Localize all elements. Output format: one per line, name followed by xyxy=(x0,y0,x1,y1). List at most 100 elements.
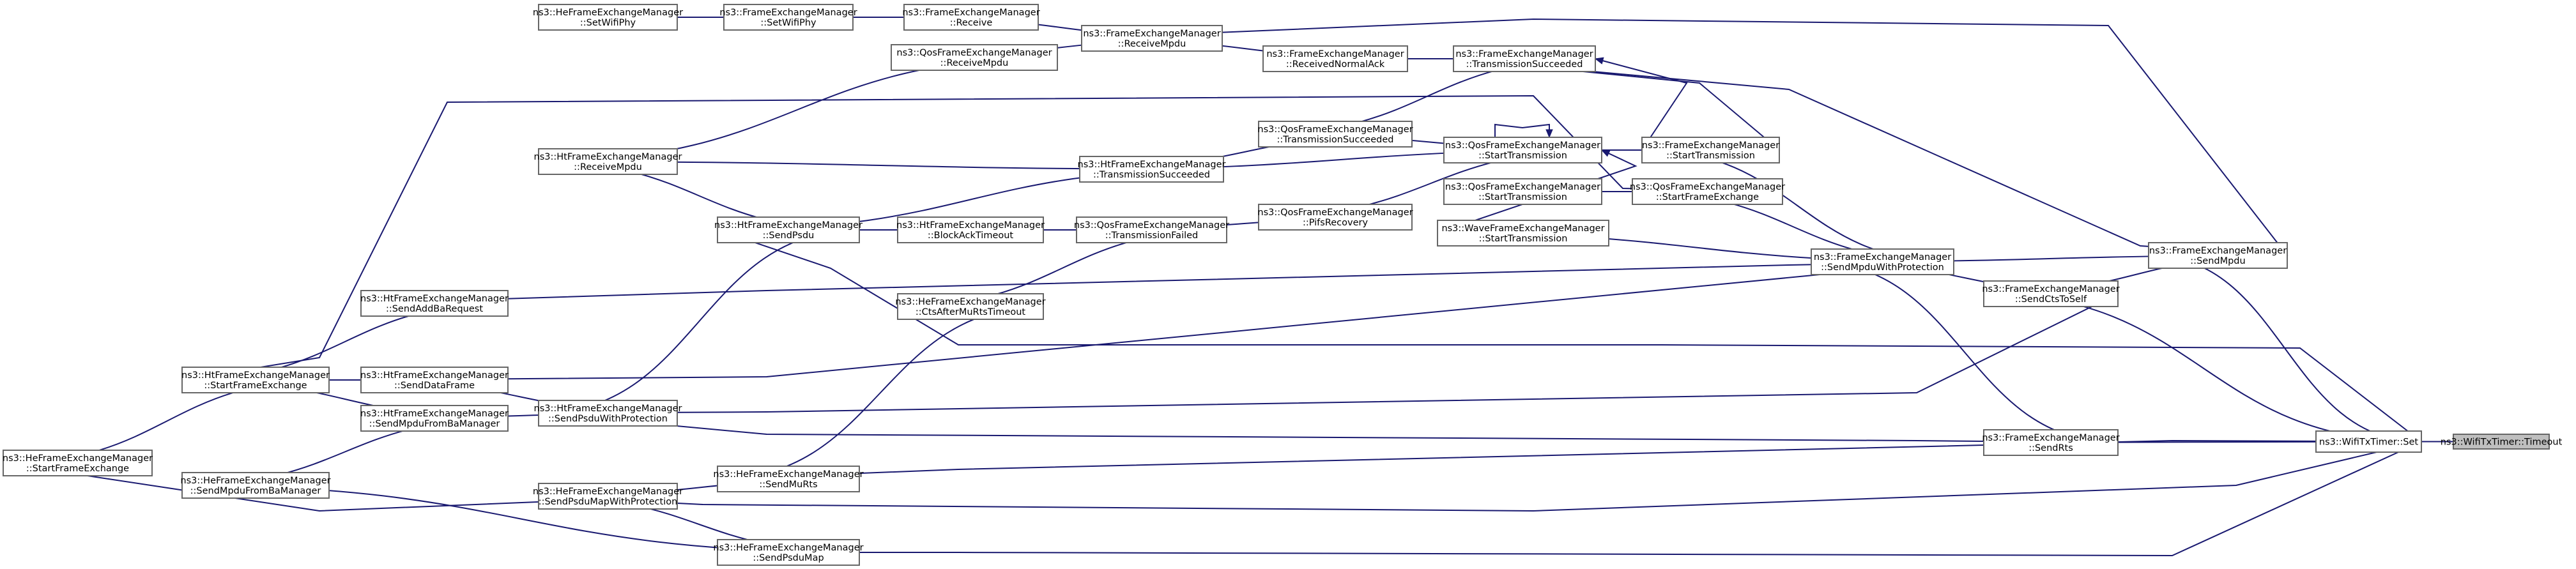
node-label: ns3::HtFrameExchangeManager xyxy=(534,404,682,414)
node-n28[interactable]: ns3::HeFrameExchangeManager::SendPsduMap… xyxy=(533,483,683,510)
node-label: ::SendMpdu xyxy=(2190,256,2245,266)
node-label: ns3::HeFrameExchangeManager xyxy=(533,8,683,18)
node-n25[interactable]: ns3::HtFrameExchangeManager::ReceiveMpdu xyxy=(534,148,682,175)
node-n3[interactable]: ns3::FrameExchangeManager::SendRts xyxy=(1982,429,2120,456)
node-label: ::StartFrameExchange xyxy=(1656,192,1759,202)
node-n5[interactable]: ns3::FrameExchangeManager::SendMpduWithP… xyxy=(1811,248,1954,275)
node-label: ns3::HeFrameExchangeManager xyxy=(3,453,153,464)
node-n31[interactable]: ns3::HtFrameExchangeManager::SendDataFra… xyxy=(360,367,509,393)
node-label: ns3::QosFrameExchangeManager xyxy=(1074,220,1229,231)
node-label: ns3::HtFrameExchangeManager xyxy=(360,409,509,419)
edge-n4-to-n1 xyxy=(1983,293,2423,446)
node-label: ::SendPsdu xyxy=(763,231,815,241)
node-n23[interactable]: ns3::HeFrameExchangeManager::SendPsduMap xyxy=(713,539,864,566)
node-label: ::SendPsduWithProtection xyxy=(548,414,668,424)
node-label: ns3::FrameExchangeManager xyxy=(1266,49,1404,59)
edge-n23-to-n1 xyxy=(717,441,2423,557)
node-n18[interactable]: ns3::HtFrameExchangeManager::BlockAckTim… xyxy=(896,216,1045,243)
node-label: ::SendPsduMapWithProtection xyxy=(539,497,678,507)
node-label: ns3::QosFrameExchangeManager xyxy=(1257,208,1413,218)
node-n7[interactable]: ns3::QosFrameExchangeManager::StartFrame… xyxy=(1630,178,1785,205)
node-n35[interactable]: ns3::HeFrameExchangeManager::StartFrameE… xyxy=(3,450,153,476)
node-label: ns3::WifiTxTimer::Set xyxy=(2319,437,2418,448)
node-n30[interactable]: ns3::HtFrameExchangeManager::SendAddBaRe… xyxy=(360,290,509,317)
node-label: ::StartFrameExchange xyxy=(26,464,129,474)
node-label: ::SendMpduFromBaManager xyxy=(369,419,500,429)
node-label: ns3::FrameExchangeManager xyxy=(1642,140,1779,151)
node-n19[interactable]: ns3::HeFrameExchangeManager::CtsAfterMuR… xyxy=(895,293,1046,320)
node-n9[interactable]: ns3::QosFrameExchangeManager::StartTrans… xyxy=(1443,137,1602,163)
node-n12[interactable]: ns3::FrameExchangeManager::ReceivedNorma… xyxy=(1262,45,1408,72)
node-n11[interactable]: ns3::WaveFrameExchangeManager::StartTran… xyxy=(1437,220,1609,247)
node-n22[interactable]: ns3::HeFrameExchangeManager::SendMuRts xyxy=(713,466,864,492)
edge-layer xyxy=(3,13,2550,557)
node-label: ::TransmissionSucceeded xyxy=(1277,135,1394,145)
node-layer: ns3::WifiTxTimer::Timeout ns3::WifiTxTime… xyxy=(3,4,2563,566)
node-n16[interactable]: ns3::HtFrameExchangeManager::Transmissio… xyxy=(1078,156,1226,183)
node-n2[interactable]: ns3::FrameExchangeManager::SendMpdu xyxy=(2148,242,2288,269)
node-label: ::ReceiveMpdu xyxy=(574,162,642,172)
node-n32[interactable]: ns3::HtFrameExchangeManager::SendMpduFro… xyxy=(360,405,509,432)
node-n1[interactable]: ns3::WifiTxTimer::Set xyxy=(2315,430,2422,453)
edge-n27-to-n4 xyxy=(538,293,2119,414)
node-n17[interactable]: ns3::QosFrameExchangeManager::Transmissi… xyxy=(1074,216,1229,243)
node-label: ::SetWifiPhy xyxy=(580,18,636,28)
node-n34[interactable]: ns3::HeFrameExchangeManager::SendMpduFro… xyxy=(180,472,331,499)
node-label: ns3::FrameExchangeManager xyxy=(719,8,857,18)
node-label: ns3::WifiTxTimer::Timeout xyxy=(2441,437,2563,448)
node-label: ns3::QosFrameExchangeManager xyxy=(1445,140,1600,151)
node-label: ns3::FrameExchangeManager xyxy=(1982,433,2119,443)
node-label: ::SetWifiPhy xyxy=(760,18,816,28)
node-n4[interactable]: ns3::FrameExchangeManager::SendCtsToSelf xyxy=(1982,280,2120,307)
node-label: ::TransmissionSucceeded xyxy=(1466,59,1583,70)
node-n13[interactable]: ns3::QosFrameExchangeManager::Transmissi… xyxy=(1257,121,1413,148)
node-n21[interactable]: ns3::QosFrameExchangeManager::ReceiveMpd… xyxy=(891,44,1058,71)
node-n0[interactable]: ns3::WifiTxTimer::Timeout xyxy=(2441,434,2563,450)
node-n24[interactable]: ns3::FrameExchangeManager::SetWifiPhy xyxy=(719,4,857,31)
node-label: ::SendRts xyxy=(2028,443,2073,453)
node-n20[interactable]: ns3::FrameExchangeManager::Receive xyxy=(902,4,1040,31)
node-label: ::SendMuRts xyxy=(759,480,817,490)
node-label: ::StartTransmission xyxy=(1479,234,1568,244)
node-n29[interactable]: ns3::HeFrameExchangeManager::SetWifiPhy xyxy=(533,4,683,31)
node-label: ::SendAddBaRequest xyxy=(386,304,483,314)
node-label: ::ReceivedNormalAck xyxy=(1286,59,1385,70)
edge-n22-to-n1 xyxy=(717,437,2423,480)
node-label: ::SendMpduWithProtection xyxy=(1821,262,1944,273)
node-label: ::StartTransmission xyxy=(1478,192,1567,202)
node-label: ns3::FrameExchangeManager xyxy=(1814,252,1951,262)
node-label: ::StartTransmission xyxy=(1478,151,1567,161)
node-n27[interactable]: ns3::HtFrameExchangeManager::SendPsduWit… xyxy=(534,400,682,427)
node-label: ns3::HeFrameExchangeManager xyxy=(895,297,1045,307)
node-n14[interactable]: ns3::QosFrameExchangeManager::PifsRecove… xyxy=(1257,204,1413,231)
edge-n31-to-n5 xyxy=(360,259,1955,381)
node-label: ns3::HeFrameExchangeManager xyxy=(713,543,863,553)
edge-n22-to-n19 xyxy=(717,303,1045,480)
edge-n8-to-n6 xyxy=(1453,58,1780,151)
edge-n6-to-n8 xyxy=(1594,57,1688,151)
node-label: ::SendPsduMap xyxy=(753,553,824,563)
node-label: ns3::QosFrameExchangeManager xyxy=(1630,182,1785,192)
node-n26[interactable]: ns3::HtFrameExchangeManager::SendPsdu xyxy=(714,216,862,243)
node-n8[interactable]: ns3::FrameExchangeManager::TransmissionS… xyxy=(1453,45,1596,72)
node-label: ::SendDataFrame xyxy=(394,381,475,391)
edge-n11-to-n9 xyxy=(1437,149,1637,234)
node-label: ns3::HeFrameExchangeManager xyxy=(713,469,863,480)
node-label: ns3::HeFrameExchangeManager xyxy=(533,487,683,497)
node-label: ns3::QosFrameExchangeManager xyxy=(1445,182,1600,192)
node-label: ns3::FrameExchangeManager xyxy=(1083,29,1220,39)
node-label: ::StartTransmission xyxy=(1666,151,1755,161)
node-label: ::CtsAfterMuRtsTimeout xyxy=(916,307,1026,317)
node-n10[interactable]: ns3::QosFrameExchangeManager::StartTrans… xyxy=(1443,178,1602,205)
edge-n6-to-n5 xyxy=(1641,149,1955,266)
node-n33[interactable]: ns3::HtFrameExchangeManager::StartFrameE… xyxy=(181,367,330,393)
node-n6[interactable]: ns3::FrameExchangeManager::StartTransmis… xyxy=(1641,137,1780,163)
edge-n27-to-n3 xyxy=(538,413,2119,446)
node-label: ::PifsRecovery xyxy=(1303,218,1368,228)
node-label: ns3::HtFrameExchangeManager xyxy=(714,220,862,231)
edge-n9-to-n9 xyxy=(1494,123,1553,139)
node-label: ::BlockAckTimeout xyxy=(928,231,1014,241)
node-n15[interactable]: ns3::FrameExchangeManager::ReceiveMpdu xyxy=(1081,25,1223,52)
node-label: ns3::HeFrameExchangeManager xyxy=(180,476,330,486)
